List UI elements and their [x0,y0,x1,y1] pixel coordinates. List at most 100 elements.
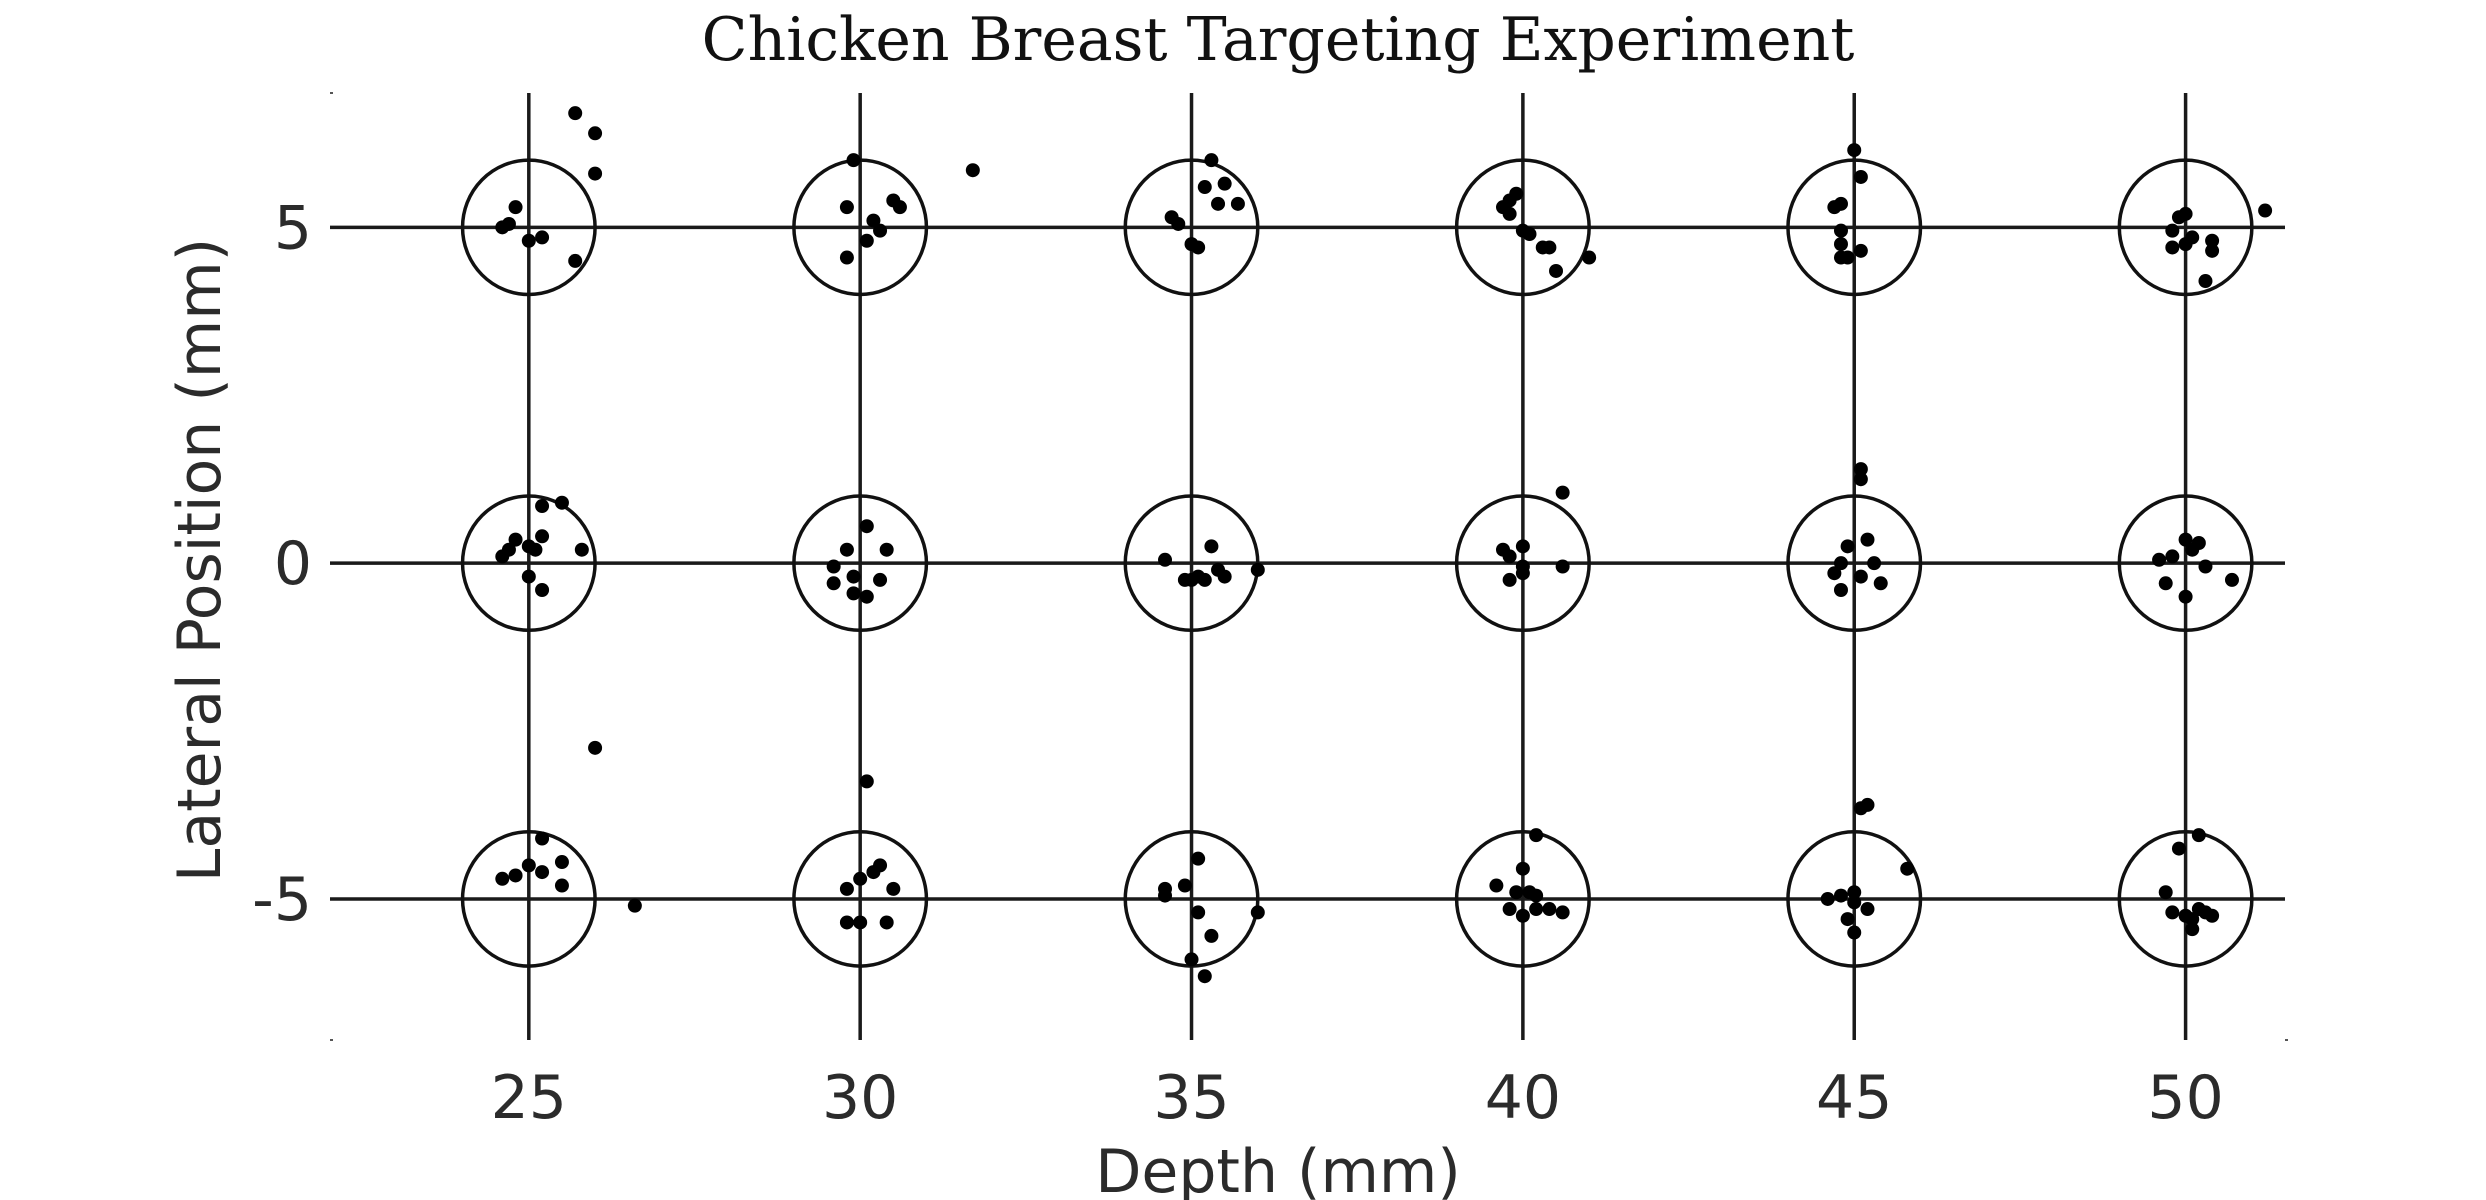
target-circle [460,830,597,968]
data-point [1502,902,1517,917]
needle-tip-points [495,106,2273,984]
data-point [495,871,510,886]
data-point [2158,885,2173,900]
data-point [2185,912,2200,927]
target-circle [2117,158,2254,297]
data-point [1555,559,1570,574]
data-point [568,253,583,268]
data-point [1509,885,1524,900]
data-point [892,200,907,215]
data-point [1853,569,1868,584]
data-point [535,831,550,846]
data-point [1833,237,1848,252]
data-point [1230,196,1245,211]
data-point [859,774,874,789]
target-circle [1786,830,1923,968]
data-point [2205,233,2220,248]
data-point [2198,274,2213,289]
data-point [508,200,523,215]
data-point [2152,552,2167,567]
data-point [1840,912,1855,927]
target-circle [1454,158,1591,297]
data-point [839,200,854,215]
data-point [1827,566,1842,581]
data-point [826,559,841,574]
data-point [839,881,854,896]
data-point [1900,861,1915,876]
data-point [2178,206,2193,221]
data-point [2205,243,2220,258]
data-point [1502,572,1517,587]
data-point [853,915,868,930]
target-circle [460,158,597,297]
data-point [2224,572,2239,587]
data-point [1860,532,1875,547]
target-circles [460,158,2254,968]
data-point [846,586,861,601]
data-point [1177,878,1192,893]
data-point [521,539,536,554]
data-point [1853,243,1868,258]
data-point [2205,908,2220,923]
data-point [535,529,550,544]
data-point [1873,576,1888,591]
data-point [1820,891,1835,906]
data-point [839,250,854,265]
data-point [627,898,642,913]
data-point [588,740,603,755]
data-point [554,495,569,510]
data-point [1250,905,1265,920]
data-point [521,569,536,584]
data-point [1489,878,1504,893]
data-point [859,589,874,604]
target-circle [792,494,929,633]
target-circle [1123,158,1260,297]
data-point [873,572,888,587]
data-point [1204,539,1219,554]
data-point [554,878,569,893]
data-point [1827,200,1842,215]
data-point [1549,263,1564,278]
data-point [535,865,550,880]
data-point [1853,472,1868,487]
data-point [1535,240,1550,255]
data-point [1197,969,1212,984]
data-point [1542,902,1557,917]
data-point [1191,851,1206,866]
data-point [846,153,861,168]
data-point [588,166,603,181]
data-point [1529,828,1544,843]
data-point [2191,828,2206,843]
data-point [839,915,854,930]
data-point [1555,905,1570,920]
data-point [1555,485,1570,500]
data-point [866,213,881,228]
data-point [1184,572,1199,587]
data-point [879,542,894,557]
data-point [574,542,589,557]
data-point [1158,552,1173,567]
data-point [2178,589,2193,604]
data-point [2185,922,2200,937]
data-point [886,881,901,896]
data-point [1197,572,1212,587]
data-point [1171,216,1186,231]
data-point [1217,176,1232,191]
data-point [554,855,569,870]
data-point [1582,250,1597,265]
x-tick-label: 35 [1153,1063,1229,1133]
data-point [1204,928,1219,943]
target-circle [792,830,929,968]
data-point [839,542,854,557]
data-point [2158,576,2173,591]
data-point [1867,556,1882,571]
data-point [1847,925,1862,940]
data-point [1204,153,1219,168]
data-point [2165,549,2180,564]
data-point [1853,801,1868,816]
data-point [2198,559,2213,574]
data-point [2171,841,2186,856]
chart-title: Chicken Breast Targeting Experiment [702,5,1855,75]
